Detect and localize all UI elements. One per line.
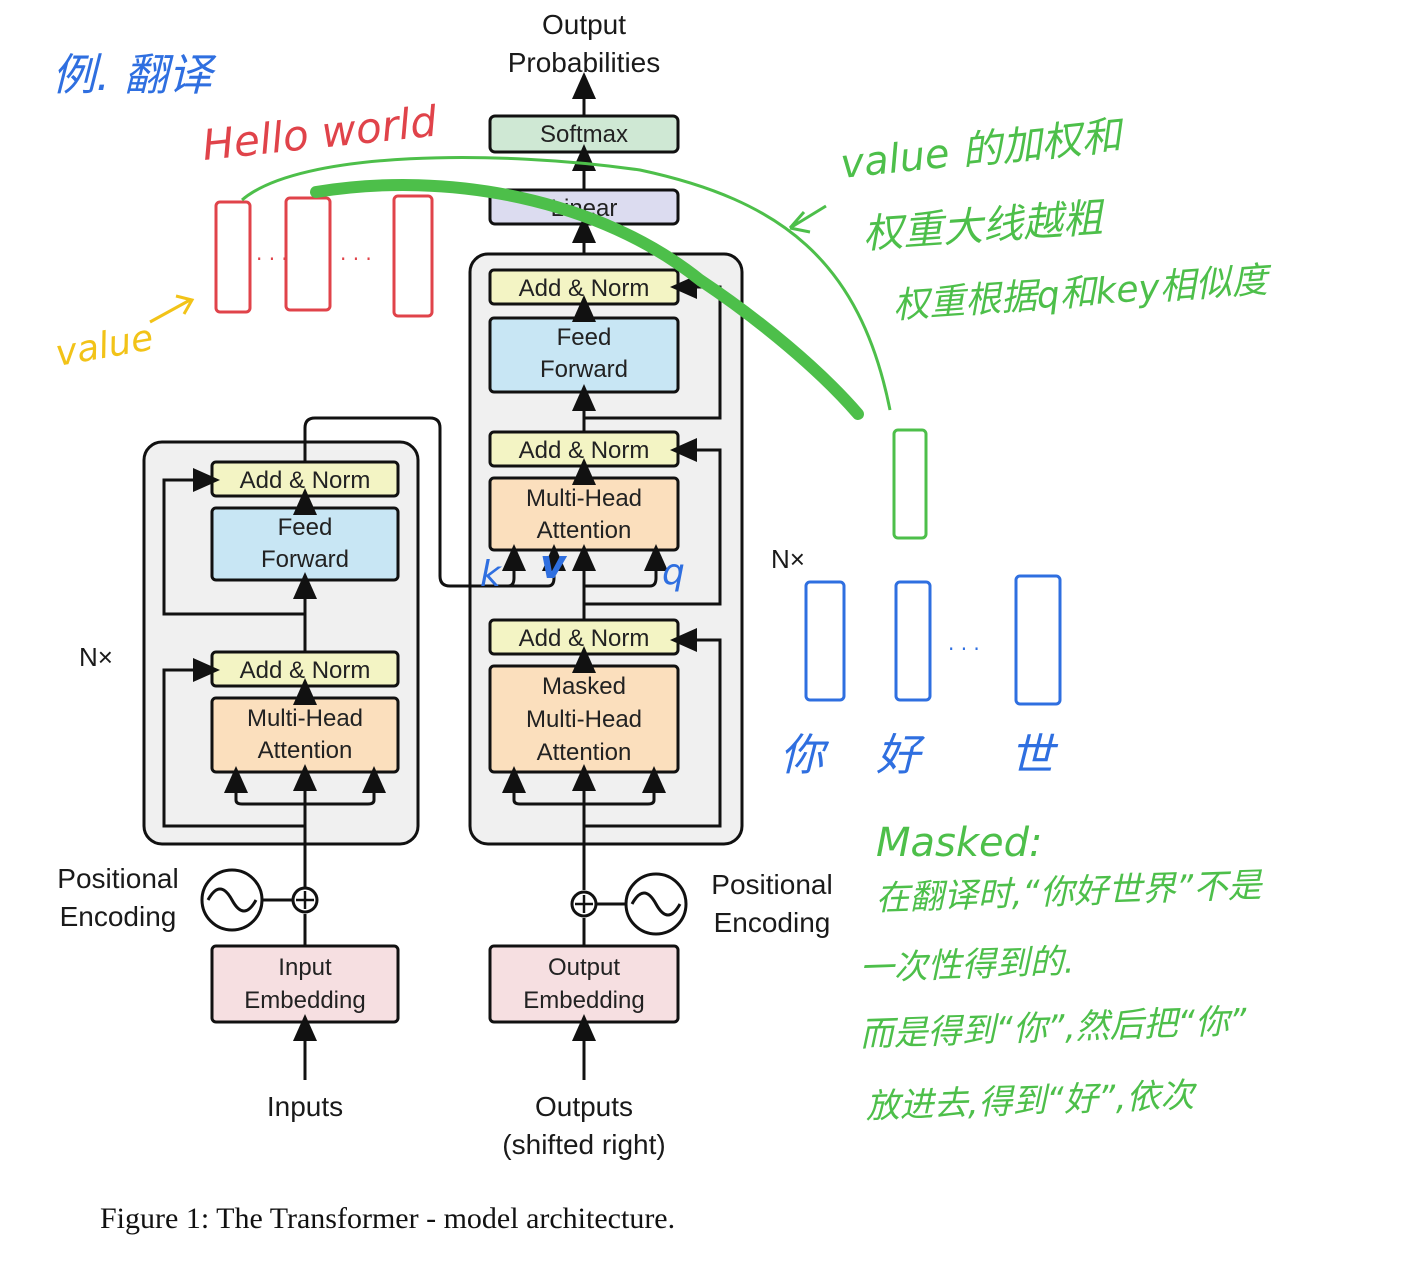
red-vector-2 bbox=[284, 196, 332, 312]
encoder-attn-label-1: Multi-Head bbox=[247, 705, 363, 732]
input-embedding-label-1: Input bbox=[278, 954, 332, 981]
annotation-value: value bbox=[52, 317, 156, 374]
masked-note-line-3: 而是得到“你”,然后把“你” bbox=[859, 1001, 1248, 1055]
label-q: q bbox=[662, 552, 685, 593]
pos-enc-left-1: Positional bbox=[57, 863, 178, 894]
decoder-repeat-label: N× bbox=[771, 544, 805, 574]
note-thicker-line: 权重大线越粗 bbox=[861, 195, 1107, 258]
yellow-arrow-icon bbox=[149, 294, 195, 324]
token-shi: 世 bbox=[1010, 730, 1059, 781]
blue-dots: · · · bbox=[948, 637, 980, 661]
note-similarity: 权重根据q和key相似度 bbox=[892, 260, 1274, 327]
decoder-ff-label-2: Forward bbox=[540, 356, 628, 383]
label-v: v bbox=[540, 542, 568, 588]
encoder-repeat-label: N× bbox=[79, 642, 113, 672]
masked-note-line-2: 一次性得到的. bbox=[859, 942, 1075, 989]
green-thick-curve bbox=[310, 179, 864, 420]
encoder-add-norm-bottom-label: Add & Norm bbox=[240, 657, 371, 684]
masked-attn-label-2: Multi-Head bbox=[526, 706, 642, 733]
encoder-ff-label-1: Feed bbox=[278, 514, 333, 541]
masked-note-line-4: 放进去,得到“好”,依次 bbox=[865, 1075, 1199, 1127]
encoder-add-norm-top-label: Add & Norm bbox=[240, 467, 371, 494]
masked-attn-label-3: Attention bbox=[537, 739, 632, 766]
red-vector-3 bbox=[392, 194, 434, 318]
softmax-label: Softmax bbox=[540, 121, 628, 148]
cross-attn-label-2: Attention bbox=[537, 517, 632, 544]
blue-vector-3 bbox=[1014, 574, 1062, 706]
green-arrow-icon bbox=[788, 204, 827, 234]
decoder-add-norm-bottom-label: Add & Norm bbox=[519, 625, 650, 652]
token-ni: 你 bbox=[780, 730, 830, 781]
decoder-ff-label-1: Feed bbox=[557, 324, 612, 351]
note-weighted-sum: value 的加权和 bbox=[838, 112, 1127, 188]
outputs-label-1: Outputs bbox=[535, 1091, 633, 1122]
pos-enc-right-2: Encoding bbox=[714, 907, 831, 938]
output-embedding-label-1: Output bbox=[548, 954, 620, 981]
output-embedding-label-2: Embedding bbox=[523, 987, 644, 1014]
blue-vector-1 bbox=[804, 580, 846, 702]
input-embedding-label-2: Embedding bbox=[244, 987, 365, 1014]
cross-attn-label-1: Multi-Head bbox=[526, 485, 642, 512]
annotation-example-translate: 例. 翻译 bbox=[52, 50, 217, 101]
encoder-attn-label-2: Attention bbox=[258, 737, 353, 764]
blue-vector-2 bbox=[894, 580, 932, 702]
green-thin-curve bbox=[241, 156, 892, 411]
label-k: k bbox=[480, 554, 503, 595]
inputs-label: Inputs bbox=[267, 1091, 343, 1122]
encoder-block bbox=[142, 440, 420, 846]
red-dots-1: · · · bbox=[256, 247, 288, 271]
outputs-label-2: (shifted right) bbox=[502, 1129, 665, 1160]
output-probabilities-label-2: Probabilities bbox=[508, 47, 661, 78]
green-output-vector bbox=[892, 428, 928, 540]
token-hao: 好 bbox=[876, 730, 925, 781]
red-dots-2: · · · bbox=[340, 247, 372, 271]
output-probabilities-label-1: Output bbox=[542, 9, 626, 40]
red-vector-1 bbox=[214, 200, 252, 314]
encoder-ff-label-2: Forward bbox=[261, 546, 349, 573]
masked-attn-label-1: Masked bbox=[542, 673, 626, 700]
pos-enc-left-2: Encoding bbox=[60, 901, 177, 932]
decoder-add-norm-top-label: Add & Norm bbox=[519, 275, 650, 302]
pos-enc-right-1: Positional bbox=[711, 869, 832, 900]
masked-note-title: Masked: bbox=[876, 820, 1043, 866]
masked-note-line-1: 在翻译时,“你好世界”不是 bbox=[875, 865, 1264, 919]
decoder-add-norm-mid-label: Add & Norm bbox=[519, 437, 650, 464]
figure-caption: Figure 1: The Transformer - model archit… bbox=[100, 1202, 675, 1235]
